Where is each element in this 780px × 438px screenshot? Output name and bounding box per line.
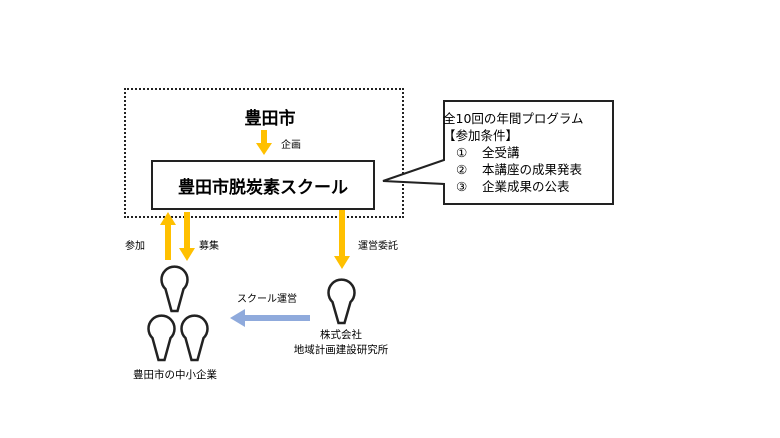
participate-label: 参加 bbox=[125, 241, 145, 252]
plan-label: 企画 bbox=[281, 140, 301, 151]
program-item: ① 全受講 bbox=[443, 144, 584, 161]
program-item-number: ③ bbox=[456, 179, 468, 194]
commission-arrow bbox=[334, 210, 350, 269]
program-item-text: 全受講 bbox=[482, 145, 520, 160]
company-person-icon bbox=[180, 314, 209, 362]
operator-label-line2: 地域計画建設研究所 bbox=[293, 344, 389, 356]
program-conditions-label: 【参加条件】 bbox=[443, 128, 519, 143]
program-item-text: 本講座の成果発表 bbox=[482, 162, 583, 177]
program-item: ③ 企業成果の公表 bbox=[443, 178, 584, 195]
companies-label: 豊田市の中小企業 bbox=[133, 369, 217, 381]
company-person-icon bbox=[160, 265, 189, 313]
toyota-city-title: 豊田市 bbox=[244, 109, 296, 129]
participate-arrow bbox=[160, 212, 176, 260]
program-title: 全10回の年間プログラム bbox=[443, 111, 584, 126]
recruit-label: 募集 bbox=[199, 241, 219, 252]
toyota-city-frame bbox=[124, 88, 404, 218]
operator-person-icon bbox=[327, 278, 356, 325]
program-item-number: ② bbox=[456, 162, 468, 177]
school-name: 豊田市脱炭素スクール bbox=[178, 177, 348, 198]
program-list: 全10回の年間プログラム 【参加条件】 ① 全受講 ② 本講座の成果発表 ③ 企業成果… bbox=[443, 110, 584, 195]
program-item-number: ① bbox=[456, 145, 468, 160]
program-item-text: 企業成果の公表 bbox=[482, 179, 570, 194]
school-box: 豊田市脱炭素スクール bbox=[151, 160, 375, 210]
commission-label: 運営委託 bbox=[358, 241, 398, 252]
plan-arrow bbox=[256, 130, 272, 155]
company-person-icon bbox=[147, 314, 176, 362]
operator-label: 株式会社 地域計画建設研究所 bbox=[281, 328, 401, 358]
program-callout bbox=[382, 100, 614, 205]
operator-label-line1: 株式会社 bbox=[320, 329, 362, 341]
school-operation-arrow bbox=[230, 309, 310, 327]
recruit-arrow bbox=[179, 212, 195, 261]
school-operation-label: スクール運営 bbox=[237, 294, 297, 305]
program-item: ② 本講座の成果発表 bbox=[443, 161, 584, 178]
